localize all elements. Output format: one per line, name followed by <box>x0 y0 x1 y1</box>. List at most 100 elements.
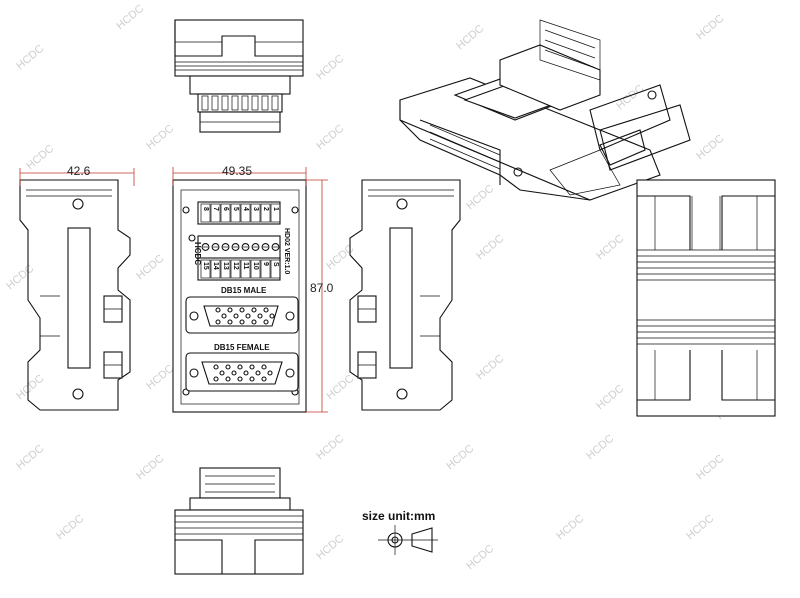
db15-pin <box>251 307 257 313</box>
db15-pin <box>233 313 239 319</box>
watermark-text: HCDC <box>594 383 626 413</box>
right-side-view <box>349 179 461 411</box>
watermark-text: HCDC <box>694 13 726 43</box>
watermark-text: HCDC <box>4 263 36 293</box>
terminal-pin-bottom-label: 14 <box>212 262 219 270</box>
top-view <box>174 19 304 133</box>
db15-pin <box>269 313 275 319</box>
watermark-text: HCDC <box>594 233 626 263</box>
projection-circle-icon <box>387 532 403 548</box>
watermark-text: HCDC <box>324 373 356 403</box>
watermark-text: HCDC <box>134 253 166 283</box>
terminal-screw[interactable] <box>231 243 240 251</box>
dimension-side-width-label: 42.6 <box>67 164 91 178</box>
watermark-text: HCDC <box>444 443 476 473</box>
db15-pin <box>215 319 221 325</box>
watermark-text: HCDC <box>14 443 46 473</box>
terminal-pin-top-label: 4 <box>242 207 249 211</box>
watermark-text: HCDC <box>314 433 346 463</box>
watermark-text: HCDC <box>694 133 726 163</box>
isometric-view <box>399 19 691 201</box>
terminal-screw[interactable] <box>261 243 270 251</box>
watermark-layer: HCDC HCDC HCDC HCDC HCDC HCDC HCDC HCDC HCDC HCDC… <box>4 3 746 573</box>
db15-pin <box>231 370 237 376</box>
watermark-text: HCDC <box>14 373 46 403</box>
db15-pin <box>213 364 219 370</box>
terminal-pin-bottom-label: 10 <box>252 262 259 270</box>
db15-pin <box>249 364 255 370</box>
db15-pin <box>249 376 255 382</box>
terminal-screw[interactable] <box>201 243 210 251</box>
watermark-text: HCDC <box>54 513 86 543</box>
dimension-height-label: 87.0 <box>310 281 334 295</box>
watermark-text: HCDC <box>454 23 486 53</box>
db15-female-label: DB15 FEMALE <box>214 343 270 352</box>
watermark-text: HCDC <box>474 353 506 383</box>
terminal-screw[interactable] <box>221 243 230 251</box>
terminal-pin-bottom-label: 9 <box>262 262 269 266</box>
watermark-text: HCDC <box>694 453 726 483</box>
db15-pin <box>221 313 227 319</box>
db15-male-label: DB15 MALE <box>221 286 267 295</box>
watermark-text: HCDC <box>464 183 496 213</box>
watermark-text: HCDC <box>314 533 346 563</box>
watermark-text: HCDC <box>14 43 46 73</box>
board-brand: HCDC <box>193 242 202 265</box>
db15-pin <box>227 307 233 313</box>
terminal-pin-bottom-label: 15 <box>202 262 209 270</box>
watermark-text: HCDC <box>314 53 346 83</box>
terminal-screw[interactable] <box>241 243 250 251</box>
size-unit-block: size unit:mm <box>362 509 438 555</box>
watermark-text: HCDC <box>614 83 646 113</box>
db15-pin <box>263 319 269 325</box>
terminal-pin-bottom-label: S <box>272 262 279 267</box>
watermark-text: HCDC <box>684 513 716 543</box>
terminal-pin-top-label: 3 <box>252 207 259 211</box>
watermark-text: HCDC <box>24 143 56 173</box>
projection-cone-icon <box>411 527 433 553</box>
left-side-view <box>19 179 131 411</box>
watermark-text: HCDC <box>464 543 496 573</box>
watermark-text: HCDC <box>144 363 176 393</box>
db15-pin <box>225 364 231 370</box>
db15-pin <box>239 319 245 325</box>
dimension-height: 87.0 <box>306 179 334 413</box>
watermark-text: HCDC <box>554 513 586 543</box>
db15-pin <box>227 319 233 325</box>
watermark-text: HCDC <box>134 453 166 483</box>
terminal-screw[interactable] <box>251 243 260 251</box>
db15-pin <box>261 376 267 382</box>
board-model-version: HD02 VER:1.0 <box>283 228 290 274</box>
db15-pin <box>267 370 273 376</box>
watermark-text: HCDC <box>474 233 506 263</box>
terminal-pin-bottom-label: 12 <box>232 262 239 270</box>
dimension-side-width: 42.6 <box>19 164 135 186</box>
db15-pin <box>225 376 231 382</box>
size-unit-label: size unit:mm <box>362 509 435 523</box>
watermark-text: HCDC <box>324 243 356 273</box>
db15-pin <box>239 307 245 313</box>
db15-pin <box>215 307 221 313</box>
db15-pin <box>255 370 261 376</box>
watermark-text: HCDC <box>314 123 346 153</box>
terminal-pin-bottom-label: 11 <box>242 262 249 270</box>
db15-pin <box>219 370 225 376</box>
db15-pin <box>237 376 243 382</box>
watermark-text: HCDC <box>114 3 146 33</box>
dimension-front-width: 49.35 <box>172 164 307 186</box>
terminal-screw[interactable] <box>211 243 220 251</box>
terminal-pin-top-label: 2 <box>262 207 269 211</box>
db15-pin <box>263 307 269 313</box>
terminal-pin-top-label: 7 <box>212 207 219 211</box>
terminal-screw[interactable] <box>271 243 280 251</box>
bottom-view <box>174 467 304 575</box>
watermark-text: HCDC <box>144 123 176 153</box>
end-view <box>636 179 776 417</box>
terminal-pin-top-label: 1 <box>272 207 279 211</box>
db15-pin <box>261 364 267 370</box>
terminal-pin-top-label: 5 <box>232 207 239 211</box>
db15-pin <box>213 376 219 382</box>
